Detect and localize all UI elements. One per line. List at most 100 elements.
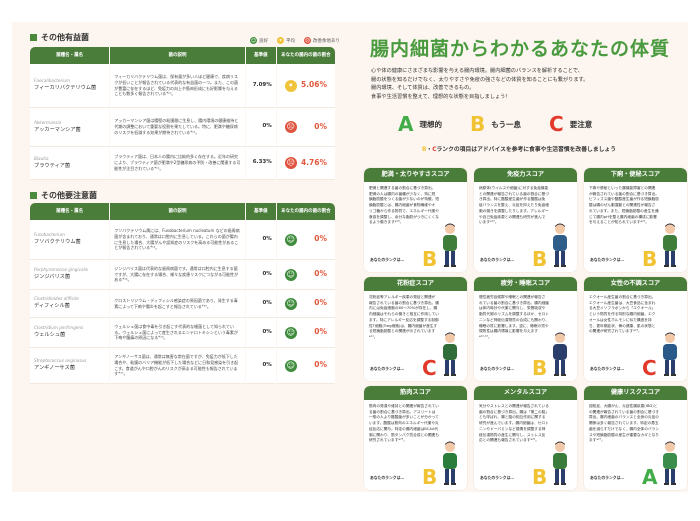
japanese-name: アッカーマンシア菌	[34, 126, 81, 133]
rank-prompt: あなたのランクは…	[590, 257, 625, 262]
description-cell: ブラウティア菌は、日本人の腸内に比較的多く存在する。近年の研究により、ブラウティ…	[110, 147, 245, 180]
rank-prompt: あなたのランクは…	[370, 257, 405, 262]
your-ratio-cell: •5.06%	[276, 64, 335, 108]
score-card: 健康リスクスコア認知症、大腸がん、炎症性腸疾患(IBD)との関連が報告されている…	[584, 386, 687, 490]
your-ratio-value: 0%	[314, 269, 327, 279]
page-title: 腸内細菌からわかるあなたの体質	[370, 38, 671, 60]
your-ratio-cell: ☺0%	[276, 260, 335, 290]
score-card-body: 病原体(ウイルスや細菌)に対する免疫機能との関連が報告されている菌の割合に基づき…	[479, 186, 549, 225]
intro-text: 心や体の健康にさまざまな影響を与える腸内環境。腸内細菌のバランスを解析することで…	[371, 68, 589, 100]
doctor-with-clipboard-illustration	[663, 441, 677, 485]
rank-prompt: あなたのランクは…	[480, 366, 515, 371]
rank-grade: B	[422, 465, 438, 489]
beneficial-bacteria-table: 菌種名・属名 菌の説明 基準値 あなたの腸内の菌の割合 Faecalibacte…	[29, 47, 336, 180]
score-card-title: メンタルスコア	[474, 386, 577, 400]
legend-good: ☺良好	[250, 37, 268, 44]
smile-face-icon: ☺	[284, 233, 297, 246]
your-ratio-cell: ☺ 0%	[276, 348, 335, 384]
score-card: 筋肉スコア筋肉の発達や維持との関連が報告されている菌の割合に基づき算出。アスリー…	[364, 386, 467, 490]
rank-prompt: あなたのランクは…	[590, 475, 625, 480]
caution-bacteria-table: 菌種名・属名 菌の説明 基準値 あなたの腸内の菌の割合 Fusobacteriu…	[29, 203, 336, 384]
neutral-face-icon: •	[284, 79, 297, 92]
japanese-name: ブラウティア菌	[34, 162, 71, 169]
description-cell: フィーカリバクテリウム菌は、保有量が多い人ほど健康で、疾病リスクが低いことが報告…	[110, 64, 245, 108]
score-card: 疲労・睡眠スコア慢性疲労症候群や睡眠との関連が報告されている菌の割合に基づき算出…	[474, 277, 577, 381]
baseline-value: 0%	[245, 220, 276, 260]
rank-grade: B	[642, 247, 658, 271]
legend-bad: ☹改善余地あり	[304, 37, 340, 44]
left-page: その他有益菌 ☺良好 •平均 ☹改善余地あり 菌種名・属名 菌の説明 基準値 あ…	[12, 22, 350, 492]
baseline-value: 0%	[245, 108, 276, 147]
latin-name: Blautia	[34, 155, 49, 161]
your-ratio-value: 5.06%	[300, 80, 327, 90]
score-card-title: 下痢・便秘スコア	[584, 168, 687, 182]
smile-face-icon: ☺	[250, 37, 257, 44]
smile-face-icon: ☺	[284, 359, 297, 372]
your-ratio-value: 0%	[314, 327, 327, 337]
table-header-row: 菌種名・属名 菌の説明 基準値 あなたの腸内の菌の割合	[30, 47, 335, 64]
rank-prompt: あなたのランクは…	[370, 366, 405, 371]
latin-name: Akkermansia	[34, 119, 62, 125]
section-title-caution: その他要注意菌	[30, 190, 97, 201]
score-card-body: エクオール産生菌の割合に基づき算出。エクオール産生菌は、大豆食品に含まれる大豆イ…	[589, 295, 656, 334]
description-cell: ジンジバリス菌は代表的な歯周病菌です。通常は口腔内に生息する菌ですが、大腸に存在…	[110, 260, 245, 290]
score-card-body: 気分やストレスとの関連が報告されている菌の割合に基づき算出。腸は「第二の脳」とも…	[479, 404, 549, 443]
sad-face-icon: ☹	[284, 121, 297, 133]
baseline-value: 0%	[245, 348, 276, 384]
japanese-name: ジンジバリス菌	[34, 274, 71, 281]
score-card-title: 健康リスクスコア	[584, 386, 687, 400]
japanese-name: フソバクテリウム菌	[34, 239, 81, 246]
sneezing-man-illustration	[443, 332, 457, 376]
score-card-body: 下痢や便秘といった腸機能障害との関連が報告されている菌の割合に基づき算出。ビフィ…	[589, 186, 659, 225]
score-card-title: 女性の不調スコア	[584, 277, 687, 291]
latin-name: Porphyromonas gingivalis	[34, 267, 89, 273]
description-cell: クロストリジウム・ディフィシル感染症の原因菌であり、発生する毒素によって下痢や腸…	[110, 290, 245, 318]
baseline-value: 0%	[245, 318, 276, 348]
baseline-value: 6.33%	[245, 147, 276, 180]
your-ratio-value: 4.76%	[300, 157, 327, 167]
col-baseline: 基準値	[245, 47, 276, 64]
rank-grade: B	[532, 465, 548, 489]
latin-name: Fusobacterium	[34, 232, 65, 238]
description-cell: フソバクテリウム属には、Fusobacterium nucleatum などの歯…	[110, 220, 245, 260]
score-card-title: 肥満・太りやすさスコア	[364, 168, 467, 182]
rank-prompt: あなたのランクは…	[590, 366, 625, 371]
score-card: 下痢・便秘スコア下痢や便秘といった腸機能障害との関連が報告されている菌の割合に基…	[584, 168, 687, 272]
score-card: 花粉症スコア花粉症等アレルギー疾患の発症と関連が報告されている菌の割合に基づき算…	[364, 277, 467, 381]
square-bullet-icon	[30, 192, 37, 199]
score-card-title: 免疫力スコア	[474, 168, 577, 182]
description-cell: アッカーマンシア菌は腸壁の粘膜層に生息し、腸内環境の健康維持と代謝の調整において…	[110, 108, 245, 147]
tired-woman-illustration	[663, 332, 677, 376]
baseline-value: 7.09%	[245, 64, 276, 108]
score-card: メンタルスコア気分やストレスとの関連が報告されている菌の割合に基づき算出。腸は「…	[474, 386, 577, 490]
your-ratio-value: 0%	[314, 360, 327, 370]
right-page: 腸内細菌からわかるあなたの体質 心や体の健康にさまざまな影響を与える腸内環境。腸…	[350, 22, 688, 492]
your-ratio-value: 0%	[314, 121, 327, 131]
japanese-name: フィーカリバクテリウム菌	[34, 85, 97, 92]
score-card-body: 花粉症等アレルギー疾患の発症と関連が報告されている菌の割合に基づき算出。腸内には…	[369, 295, 439, 340]
woman-with-shield-illustration	[553, 223, 567, 267]
score-card-title: 筋肉スコア	[364, 386, 467, 400]
score-card: 女性の不調スコアエクオール産生菌の割合に基づき算出。エクオール産生菌は、大豆食品…	[584, 277, 687, 381]
your-ratio-value: 0%	[314, 234, 327, 244]
score-card-body: 慢性疲労症候群や睡眠との関連が報告されている菌の割合に基づき算出。腸内細菌は体内…	[479, 295, 549, 340]
your-ratio-cell: ☺ 0%	[276, 220, 335, 260]
rank-grade: C	[642, 356, 657, 380]
score-card-body: 筋肉の発達や維持との関連が報告されている菌の割合に基づき算出。アスリートは一般の…	[369, 404, 439, 443]
sleeping-woman-illustration	[553, 332, 567, 376]
smile-face-icon: ☺	[284, 326, 297, 339]
